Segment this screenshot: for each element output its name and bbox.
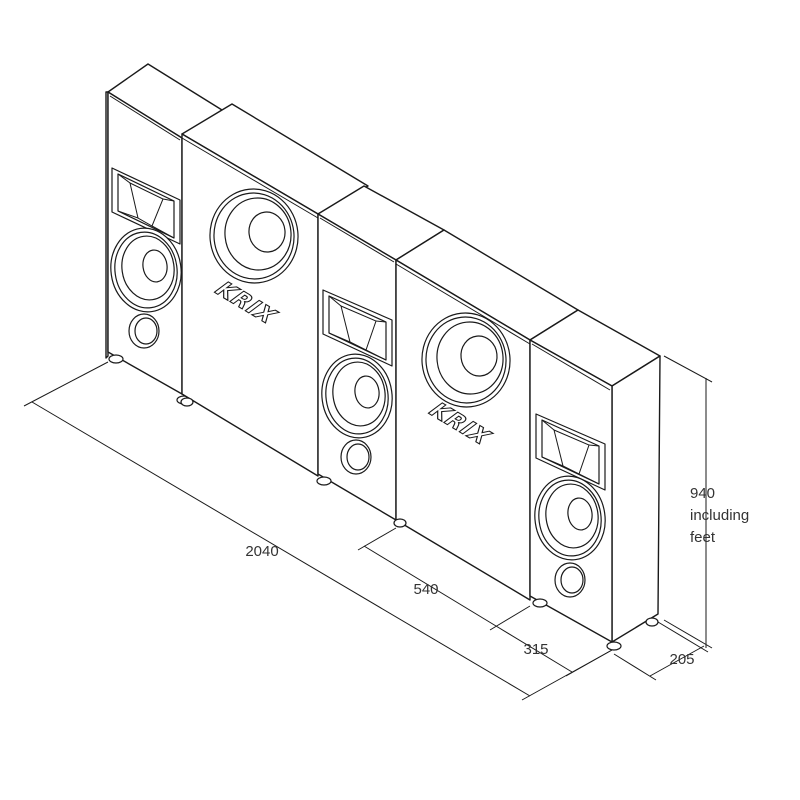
right-speaker-port [554, 562, 586, 598]
right-speaker-foot-3 [645, 617, 659, 627]
dimension-unit-width: 315 [495, 625, 613, 677]
right-sub-driver [421, 312, 511, 408]
dimension-sub-width-label: 540 [413, 581, 438, 598]
left-sub-driver [209, 188, 299, 284]
right-speaker-woofer [534, 475, 606, 561]
dimension-height-label: 940 including feet [690, 485, 753, 546]
right-sub-foot [393, 518, 407, 528]
right-subwoofer: KRIX [393, 229, 579, 601]
right-speaker-side [611, 355, 661, 643]
right-speaker-horn [535, 413, 606, 491]
center-speaker-horn [322, 289, 393, 367]
left-sub-foot [180, 397, 194, 407]
center-main-speaker [316, 185, 445, 521]
left-subwoofer: KRIX [180, 103, 369, 477]
dimension-height-line1: 940 [690, 485, 715, 502]
left-speaker-port [128, 313, 160, 349]
center-speaker-woofer [321, 353, 393, 439]
left-speaker-woofer [110, 227, 182, 313]
right-speaker-foot-2 [606, 641, 622, 651]
dimension-height-line2: including [690, 507, 749, 524]
dimension-height-line3: feet [690, 529, 716, 546]
right-main-speaker [529, 309, 661, 651]
dimension-height: 940 including feet [663, 355, 753, 649]
center-speaker-foot [316, 476, 332, 486]
left-main-speaker [105, 63, 223, 405]
dimension-total-width-label: 2040 [245, 543, 278, 560]
dimension-depth: 205 [613, 621, 709, 681]
right-speaker-foot [532, 598, 548, 608]
left-speaker-horn [111, 167, 181, 245]
dimension-sub-width: 540 [357, 527, 531, 631]
dimension-unit-width-label: 315 [523, 641, 548, 658]
dimension-depth-label: 205 [669, 651, 694, 668]
left-speaker-foot [108, 354, 124, 364]
center-speaker-port [340, 439, 372, 475]
